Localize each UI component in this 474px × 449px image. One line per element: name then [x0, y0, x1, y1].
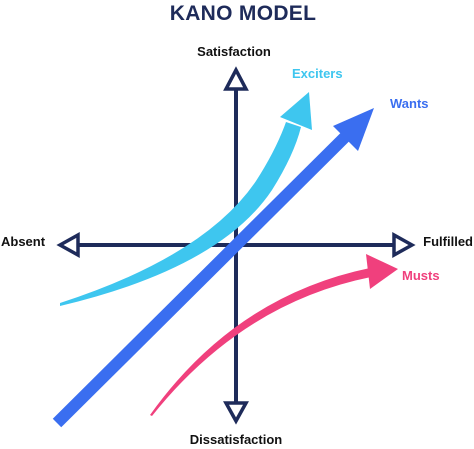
axis-arrow-right-icon	[392, 232, 416, 258]
exciters-curve	[60, 92, 312, 306]
axis-arrow-up-icon	[223, 66, 249, 91]
wants-label: Wants	[390, 96, 429, 111]
wants-arrowhead-icon	[333, 108, 374, 151]
musts-curve	[150, 254, 398, 416]
axis-label-bottom: Dissatisfaction	[190, 432, 283, 447]
wants-curve	[52, 108, 374, 428]
axis-label-left: Absent	[1, 234, 46, 249]
musts-label: Musts	[402, 268, 440, 283]
musts-arrowhead-icon	[366, 254, 398, 289]
exciters-label: Exciters	[292, 66, 343, 81]
wants-curve-body	[52, 132, 350, 428]
axis-arrow-left-icon	[56, 232, 80, 258]
axis-label-right: Fulfilled	[423, 234, 473, 249]
axis-label-top: Satisfaction	[197, 44, 271, 59]
diagram-title: KANO MODEL	[170, 2, 317, 25]
axis-arrow-down-icon	[223, 401, 249, 425]
exciters-arrowhead-icon	[280, 92, 312, 130]
